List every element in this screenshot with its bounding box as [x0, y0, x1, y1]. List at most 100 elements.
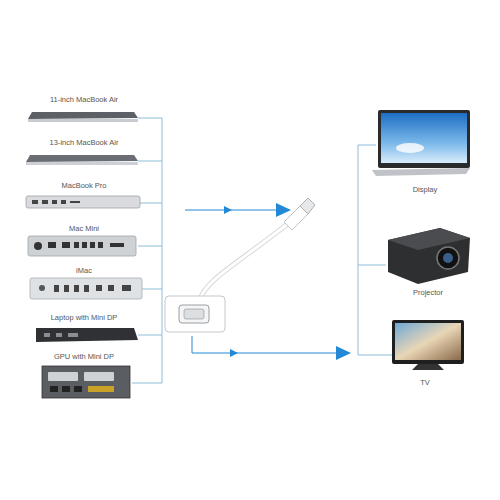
port	[56, 333, 62, 337]
laptop-lid	[28, 112, 138, 119]
input-bus	[132, 118, 162, 383]
port	[70, 201, 80, 203]
input-arrow	[185, 203, 291, 217]
output-label: TV	[383, 378, 467, 388]
leader-line	[140, 203, 162, 204]
arrow-line	[192, 336, 342, 353]
leader-line	[138, 335, 162, 336]
output-node: Projector	[383, 288, 473, 298]
vga-port	[179, 305, 209, 323]
device-label: Laptop with Mini DP	[28, 313, 140, 323]
display-monitor	[372, 110, 470, 176]
device-label: 11-inch MacBook Air	[28, 95, 140, 105]
tv-stand	[412, 364, 444, 370]
device-node: Mac Mini	[28, 224, 140, 234]
gpu-bracket	[42, 366, 130, 398]
screen-cloud	[396, 143, 424, 153]
device-label: Mac Mini	[28, 224, 140, 234]
macbook-air-13	[26, 155, 138, 165]
device-label: 13-inch MacBook Air	[28, 138, 140, 148]
projector	[388, 228, 470, 284]
leader-line	[138, 118, 162, 119]
port	[32, 200, 38, 204]
output-label: Display	[380, 185, 470, 195]
projector-top	[388, 228, 470, 250]
projector-lens	[437, 247, 459, 269]
leader-line	[142, 289, 162, 290]
output-arrow	[192, 336, 351, 360]
output-node: Display	[380, 185, 470, 195]
device-node: Laptop with Mini DP	[28, 313, 140, 323]
mini-dp-connector	[300, 198, 315, 214]
device-label: iMac	[28, 266, 140, 276]
mini-body	[28, 236, 136, 256]
port	[62, 386, 70, 392]
device-node: iMac	[28, 266, 140, 276]
laptop-base	[26, 162, 138, 165]
vga-housing	[165, 296, 225, 332]
port	[74, 285, 79, 292]
port	[62, 242, 70, 248]
port	[82, 242, 87, 248]
port	[68, 333, 78, 337]
tv-set	[392, 320, 464, 370]
gpu-card	[42, 366, 130, 398]
output-node: TV	[383, 378, 467, 388]
projector-body	[388, 228, 470, 284]
output-label: Projector	[383, 288, 473, 298]
mac-mini	[28, 236, 136, 256]
leader-line	[358, 145, 376, 146]
device-node: 11-inch MacBook Air	[28, 95, 140, 105]
port	[34, 242, 42, 250]
device-label: MacBook Pro	[28, 181, 140, 191]
port	[50, 386, 58, 392]
adapter-illustration	[165, 198, 315, 332]
macbook-air-11	[28, 112, 138, 122]
bus-line	[358, 145, 359, 355]
vga-pins	[184, 309, 204, 319]
port	[110, 243, 124, 247]
port	[98, 242, 103, 248]
leader-line	[132, 383, 162, 384]
imac-ports	[30, 278, 142, 299]
port	[48, 372, 78, 381]
port	[74, 386, 82, 392]
laptop-body	[36, 328, 138, 342]
port	[84, 372, 114, 381]
device-node: GPU with Mini DP	[28, 352, 140, 362]
port	[44, 333, 50, 337]
leader-line	[138, 246, 162, 247]
arrow-head	[230, 349, 238, 357]
port	[96, 285, 102, 291]
gpu-contacts	[88, 386, 114, 392]
arrow-head	[276, 203, 291, 217]
arrow-head	[224, 206, 232, 214]
adapter-cable	[200, 222, 290, 300]
port	[52, 200, 57, 204]
leader-line	[358, 355, 392, 356]
arrow-line	[185, 210, 282, 211]
adapter-cable	[200, 222, 290, 300]
monitor-screen	[381, 113, 467, 163]
imac-panel	[30, 278, 142, 299]
port	[42, 200, 48, 204]
tv-screen	[395, 323, 461, 360]
device-label: GPU with Mini DP	[28, 352, 140, 362]
port	[54, 285, 59, 292]
device-node: MacBook Pro	[28, 181, 140, 191]
port	[61, 200, 66, 204]
port	[122, 285, 131, 291]
bus-line	[162, 118, 163, 383]
device-node: 13-inch MacBook Air	[28, 138, 140, 148]
port	[48, 242, 56, 248]
leader-line	[138, 161, 162, 162]
port	[90, 242, 95, 248]
laptop-base	[28, 119, 138, 122]
port	[84, 285, 89, 292]
arrow-head	[336, 346, 351, 360]
port	[108, 285, 114, 291]
monitor-stand	[372, 168, 470, 176]
leader-line	[358, 265, 386, 266]
monitor-bezel	[378, 110, 470, 168]
